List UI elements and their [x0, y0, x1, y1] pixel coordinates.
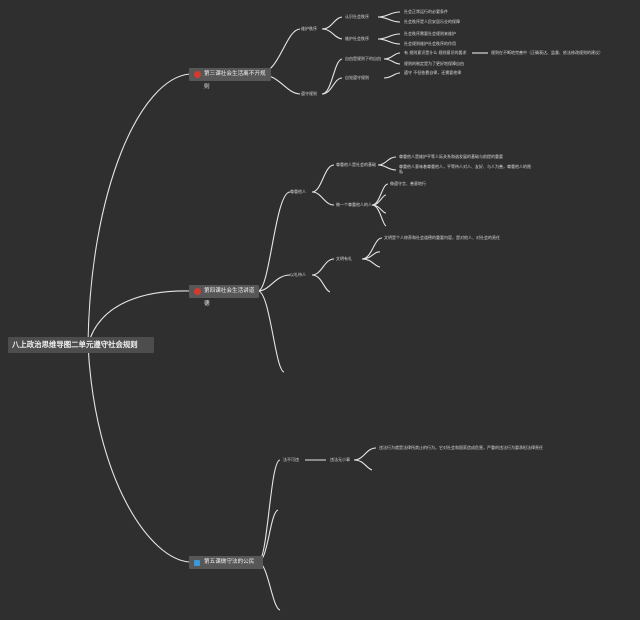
root-topic[interactable]: 八上政治思维导图二单元遵守社会规则 — [8, 337, 154, 353]
red-marker-icon — [194, 71, 201, 78]
branch-lesson-3[interactable]: 第三课社会生活离不开规则 — [189, 68, 271, 90]
topic-respect-others[interactable]: 尊重他人 — [290, 189, 306, 194]
branch-lesson-3-label: 第三课社会生活离不开规则 — [204, 71, 266, 90]
topic-freedom-under-rules[interactable]: 自由是规则下的自由 — [345, 56, 381, 61]
leaf-freedom-1[interactable]: 有 规则意识是什么 规则意识的要求 — [404, 50, 467, 55]
branch-lesson-5-label: 第五课做守法的公民 — [204, 559, 255, 565]
branch-lesson-4[interactable]: 第四课社会生活讲道德 — [189, 285, 259, 307]
topic-courtesy[interactable]: 以礼待人 — [290, 272, 306, 277]
red-marker-icon — [194, 288, 201, 295]
topic-be-respectful[interactable]: 做一个尊重他人的人 — [336, 202, 372, 207]
topic-maintain-order[interactable]: 维护秩序 — [301, 26, 317, 31]
leaf-keep-order-2[interactable]: 社会规则维护社会秩序的作用 — [404, 41, 456, 46]
topic-obey-rules[interactable]: 遵守规则 — [301, 91, 317, 96]
branch-lesson-5[interactable]: 第五课做守法的公民 — [189, 556, 263, 569]
topic-understand-order[interactable]: 认识社会秩序 — [345, 14, 369, 19]
leaf-be-respectful-1[interactable]: 做遵守言、善意地行 — [390, 181, 426, 186]
topic-no-small-violation[interactable]: 违法无小事 — [330, 457, 350, 462]
leaf-keep-order-1[interactable]: 社会秩序需要社会规则来维护 — [404, 31, 456, 36]
leaf-order-item-2[interactable]: 社会秩序是人民安居乐业的保障 — [404, 19, 460, 24]
branch-lesson-4-label: 第四课社会生活讲道德 — [204, 288, 255, 307]
topic-law-inviolable[interactable]: 法不可违 — [283, 457, 299, 462]
leaf-civilized-1[interactable]: 文明是个人修养和社会道德的重要内容，是对他人、对社会的责任 — [384, 235, 500, 240]
leaf-order-item-1[interactable]: 社会正常运行的必要条件 — [404, 9, 448, 14]
leaf-obey-1[interactable]: 遵守 不但依靠自律，还需要他律 — [404, 70, 462, 75]
topic-respect-basis[interactable]: 尊重他人是社会的基础 — [336, 162, 376, 167]
topic-keep-order[interactable]: 维护社会秩序 — [345, 36, 369, 41]
blue-marker-icon — [194, 559, 200, 566]
leaf-freedom-note[interactable]: 规则在不断地完善中（正确表达、监督、依法修改规则的建议） — [491, 50, 603, 55]
leaf-freedom-2[interactable]: 规则的制定是为了更好地保障自由 — [404, 61, 464, 66]
leaf-respect-2[interactable]: 尊重他人意味着尊重他人，平等待人对人、友好、与人为善，尊重他人的隐私 — [399, 164, 531, 174]
topic-consciously-obey[interactable]: 自觉遵守规则 — [345, 75, 369, 80]
topic-civilized-polite[interactable]: 文明有礼 — [336, 256, 352, 261]
leaf-violation-1[interactable]: 违法行为就是法律所禁止的行为，它对社会和国家造成危害，严重的违法行为要承担法律责… — [379, 445, 543, 450]
leaf-respect-1[interactable]: 尊重他人是维护平等人际关系和谐发展的基础与前提的重要 — [399, 154, 503, 159]
